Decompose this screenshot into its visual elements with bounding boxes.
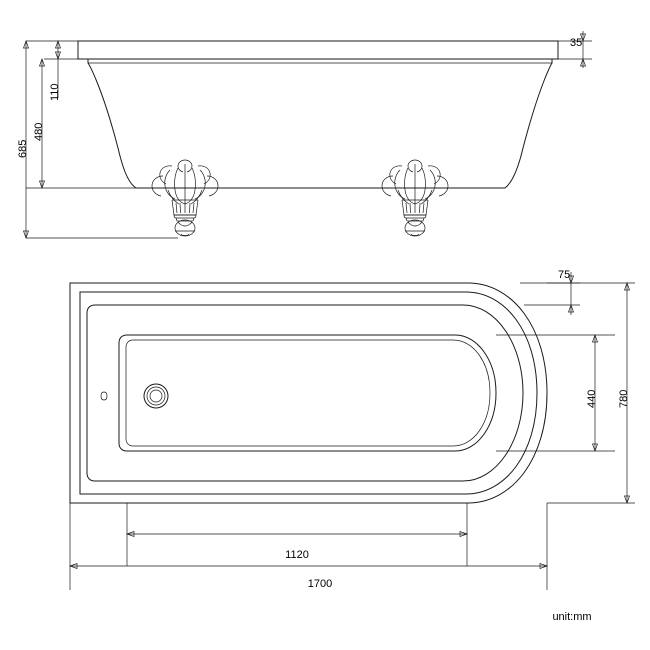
tub-plan-inner-outline xyxy=(87,305,523,481)
arrow-75-bottom xyxy=(569,305,574,312)
dim-label-685: 685 xyxy=(17,140,29,158)
tub-plan-outer-outline xyxy=(70,283,547,503)
claw-foot-right xyxy=(382,160,448,236)
arrow-780-bottom xyxy=(625,496,630,503)
arrow-780-top xyxy=(625,283,630,290)
drain-mid-circle xyxy=(147,387,165,405)
arrow-35-bottom xyxy=(581,59,586,66)
tub-body-profile xyxy=(88,59,552,188)
arrow-110-bottom xyxy=(56,52,61,59)
tub-basin-inner-outline xyxy=(126,340,490,446)
dim-label-75: 75 xyxy=(558,269,570,281)
overflow-slot xyxy=(101,392,107,400)
dim-label-110: 110 xyxy=(49,83,61,101)
arrow-480-bottom xyxy=(40,181,45,188)
arrow-685-top xyxy=(24,41,29,48)
arrow-440-top xyxy=(593,335,598,342)
dim-label-1120: 1120 xyxy=(285,549,309,561)
dim-label-780: 780 xyxy=(618,390,630,408)
arrow-1120-left xyxy=(127,532,134,537)
arrow-480-top xyxy=(40,59,45,66)
arrow-1700-right xyxy=(540,564,547,569)
dim-label-1700: 1700 xyxy=(308,578,332,590)
dim-label-440: 440 xyxy=(586,390,598,408)
arrow-75-top xyxy=(569,276,574,283)
arrow-1120-right xyxy=(460,532,467,537)
arrow-440-bottom xyxy=(593,444,598,451)
tub-plan-second-outline xyxy=(80,292,537,494)
elevation-view-group: 110 480 685 35 xyxy=(17,31,592,238)
arrow-110-top xyxy=(56,41,61,48)
tub-rim-outline xyxy=(78,41,558,59)
arrow-1700-left xyxy=(70,564,77,569)
arrow-35-top xyxy=(581,34,586,41)
unit-note: unit:mm xyxy=(552,611,591,623)
plan-view-group: 1120 1700 75 440 xyxy=(70,269,635,590)
claw-foot-left xyxy=(152,160,218,236)
dim-label-35: 35 xyxy=(570,37,582,49)
arrow-685-bottom xyxy=(24,231,29,238)
tub-basin-outline xyxy=(119,335,496,451)
drain-outer-circle xyxy=(144,384,168,408)
drain-inner-circle xyxy=(150,390,162,402)
dim-label-480: 480 xyxy=(33,123,45,141)
